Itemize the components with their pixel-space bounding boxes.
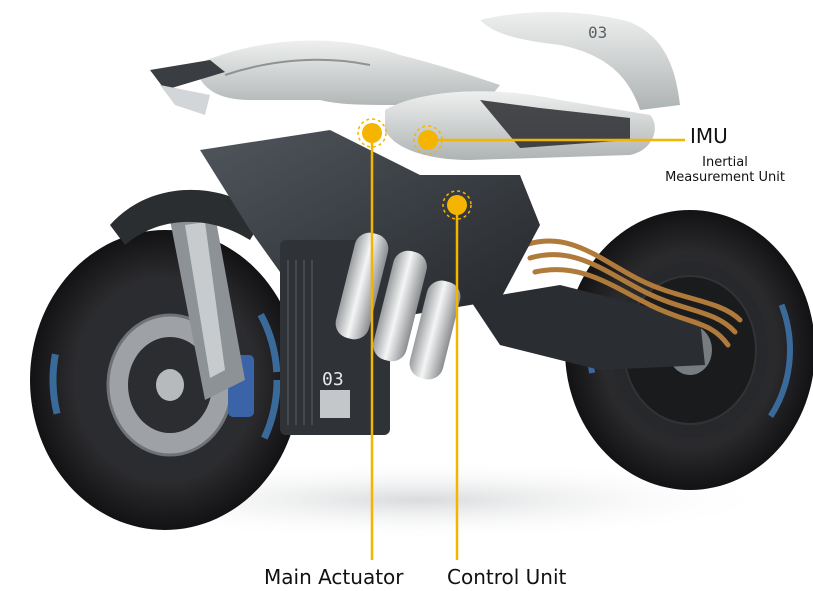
number-plate-front: 03 <box>322 369 344 390</box>
control-unit-label: Control Unit <box>447 565 567 589</box>
imu-label: IMU <box>690 124 728 148</box>
callout-imu <box>413 125 685 155</box>
imu-subtitle-line2: Measurement Unit <box>665 170 785 185</box>
top-fairing <box>195 40 500 110</box>
front-fender <box>110 189 265 245</box>
callout-main-actuator <box>357 118 387 560</box>
callout-control-unit <box>442 190 472 560</box>
imu-subtitle: Inertial Measurement Unit <box>650 155 800 185</box>
main-actuator-label: Main Actuator <box>264 565 404 589</box>
handlebar <box>150 60 225 90</box>
cables <box>522 238 743 348</box>
imu-subtitle-line1: Inertial <box>702 155 748 170</box>
actuator-cylinders <box>335 232 461 380</box>
front-wheel <box>30 230 300 530</box>
tail-cowl <box>480 12 680 110</box>
number-plate-tail: 03 <box>588 23 607 42</box>
swingarm <box>470 285 705 370</box>
